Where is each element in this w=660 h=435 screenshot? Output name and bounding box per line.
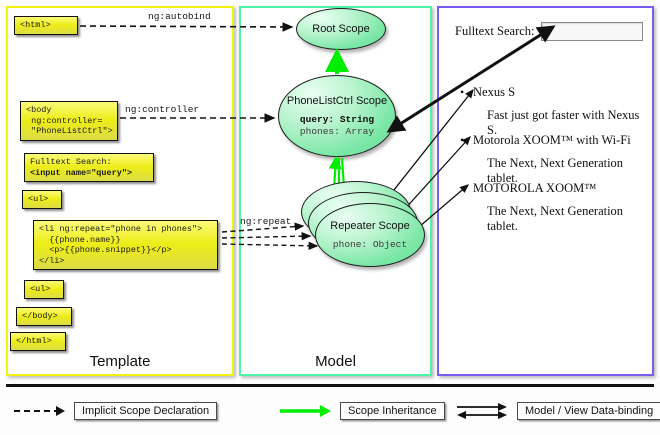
dashed-arrow-icon [14,406,65,416]
code-box-fulltext-search: Fulltext Search: <input name="query"> [24,153,154,182]
scope-repeater-title: Repeater Scope [330,219,410,232]
prop-phones-key: phones: [299,125,340,137]
view-search-row: Fulltext Search: [455,22,643,41]
search-box-input-markup: <input name="query"> [30,167,133,178]
code-box-html-open: <html> [14,16,78,35]
scope-repeater-props: phone: Object [333,239,407,251]
view-phone-name-0: • Nexus S [460,85,516,100]
edge-label-ng-autobind: ng:autobind [148,11,211,22]
prop-query-key: query: [299,114,335,126]
view-phone-name-text-1: Motorola XOOM™ with Wi-Fi [473,133,631,147]
scope-repeater: Repeater Scope phone: Object [315,203,425,267]
code-box-li-repeat: <li ng:repeat="phone in phones"> {{phone… [33,220,218,270]
code-box-body-open: <body ng:controller= "PhoneListCtrl"> [20,101,118,141]
view-phone-name-text-0: Nexus S [473,85,516,99]
legend-item-inheritance: Scope Inheritance [278,401,445,421]
list-bullet-icon: • [460,133,465,147]
legend-label-implicit: Implicit Scope Declaration [74,402,218,420]
view-phone-snippet-1: The Next, Next Generation tablet. [487,156,624,185]
prop-phone-value: Object [372,239,408,250]
scope-phonelistctrl-props: query: String phones: Array [300,114,374,137]
legend-item-databinding: Model / View Data-binding [455,401,660,421]
view-search-input[interactable] [540,22,643,41]
list-bullet-icon: • [460,181,465,195]
view-column: Fulltext Search: • Nexus S Fast just got… [437,6,654,376]
scope-phonelistctrl-title: PhoneListCtrl Scope [286,94,388,107]
legend-item-implicit: Implicit Scope Declaration [12,401,218,421]
view-phone-name-text-2: MOTOROLA XOOM™ [473,181,597,195]
view-search-label: Fulltext Search: [455,24,535,38]
green-arrow-icon [280,405,331,417]
double-arrow-icon [457,403,507,419]
prop-query-value: String [339,114,375,126]
prop-phone-key: phone: [332,239,368,250]
search-box-label: Fulltext Search: [30,157,112,167]
edge-label-ng-repeat: ng:repeat [240,216,292,227]
code-box-ul-close: <ul> [24,280,64,299]
model-column-label: Model [315,353,356,370]
view-phone-name-2: • MOTOROLA XOOM™ [460,181,597,196]
legend-divider [6,384,654,387]
code-box-ul-open: <ul> [22,190,62,209]
view-phone-name-1: • Motorola XOOM™ with Wi-Fi [460,133,631,148]
scope-root: Root Scope [296,8,386,50]
scope-phonelistctrl: PhoneListCtrl Scope query: String phones… [278,75,396,157]
legend-label-inheritance: Scope Inheritance [340,402,445,420]
list-bullet-icon: • [460,85,465,99]
code-box-body-close: </body> [16,307,72,326]
edge-label-ng-controller: ng:controller [125,104,200,115]
code-box-html-close: </html> [10,332,66,351]
scope-root-title: Root Scope [312,22,370,35]
legend-label-databinding: Model / View Data-binding [517,402,660,420]
view-content: Fulltext Search: • Nexus S Fast just got… [439,8,652,374]
prop-phones-value: Array [345,125,375,137]
legend: Implicit Scope Declaration Scope Inherit… [0,384,660,435]
view-phone-snippet-2: The Next, Next Generation tablet. [487,204,624,233]
template-column-label: Template [89,353,151,370]
